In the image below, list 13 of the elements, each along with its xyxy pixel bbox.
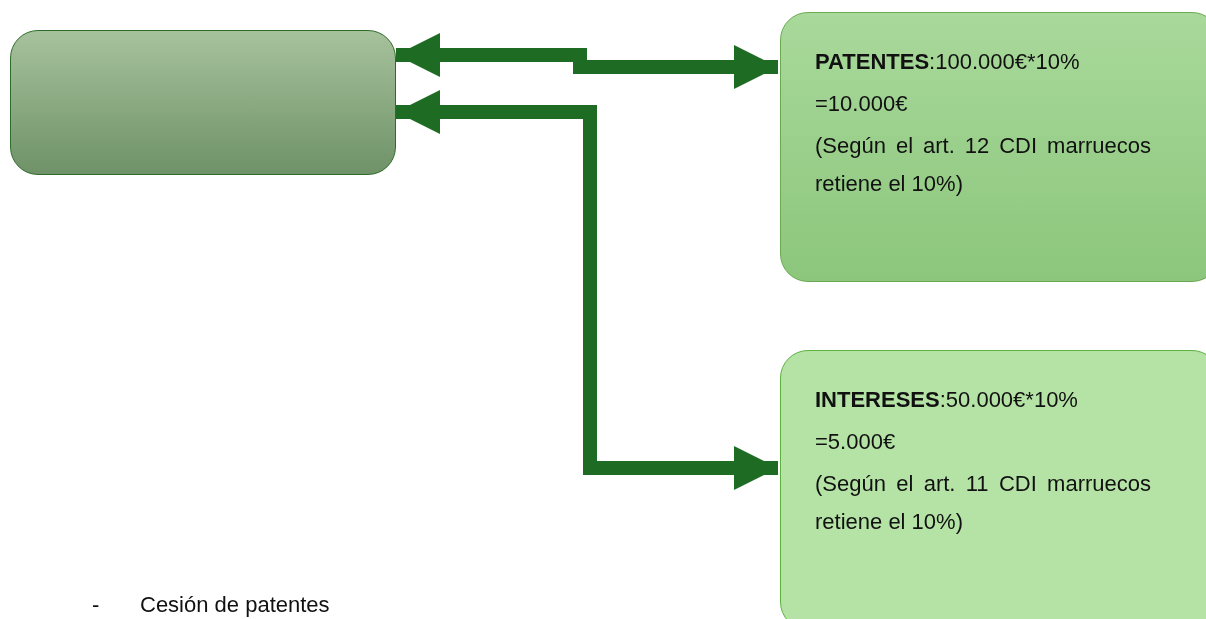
rounded-box bbox=[10, 30, 396, 175]
bullet-text: - bbox=[92, 592, 100, 618]
rounded-box bbox=[780, 12, 1206, 282]
box-text: =5.000€ bbox=[815, 428, 897, 456]
bullet-text: Cesión de patentes bbox=[140, 592, 330, 618]
box-text: (Según el art. 12 CDI marruecos retiene el 10%) bbox=[815, 132, 1151, 198]
double-arrow bbox=[396, 33, 778, 89]
double-arrow bbox=[396, 90, 778, 490]
box-text: PATENTES:100.000€*10% bbox=[815, 48, 1081, 76]
box-text: =10.000€ bbox=[815, 90, 909, 118]
box-text: INTERESES:50.000€*10% bbox=[815, 386, 1079, 414]
box-text: (Según el art. 11 CDI marruecos retiene el 10%) bbox=[815, 470, 1151, 536]
rounded-box bbox=[780, 350, 1206, 619]
